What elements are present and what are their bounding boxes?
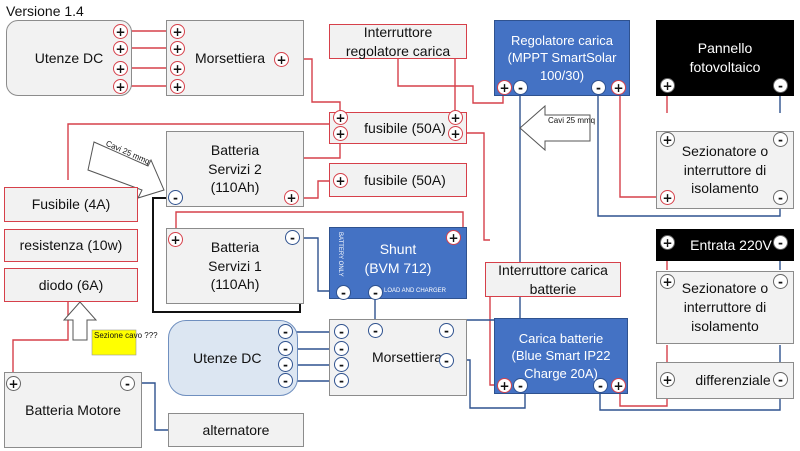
sez2-plus: + [660, 274, 675, 289]
caricabatt-ac-plus: + [611, 378, 626, 393]
utenze-bottom-minus-1: - [278, 324, 293, 339]
fusibile-4a-box: Fusibile (4A) [4, 187, 138, 222]
caricabatt-minus: - [513, 378, 528, 393]
entrata-220v-box: Entrata 220V [656, 229, 794, 261]
sezione-cavo-note: Sezione cavo ??? [94, 331, 158, 340]
fuse2-plus: + [333, 173, 348, 188]
wire-diff-caricabatt [619, 393, 668, 407]
fusibile-50a-2: fusibile (50A) [329, 163, 467, 197]
fuse1-plus-a: + [333, 110, 348, 125]
morsettiera-bottom-minus-4: - [334, 373, 349, 388]
batteria-servizi-1: Batteria Servizi 1 (110Ah) [166, 228, 304, 304]
caricabatt-ac-minus: - [593, 378, 608, 393]
entrata-220-minus: - [773, 235, 788, 250]
cable-arrow-left [87, 141, 165, 199]
wire-batt1-shunt [175, 211, 464, 240]
batt1-plus: + [168, 232, 183, 247]
regolatore-pv-minus: - [591, 80, 606, 95]
utenze-bottom-minus-4: - [278, 373, 293, 388]
cable-arrow-right [519, 104, 591, 152]
fuse1-plus-b: + [333, 126, 348, 141]
utenze-dc-bottom: Utenze DC [168, 320, 298, 396]
utenze-top-plus-3: + [113, 61, 128, 76]
morsettiera-top-plus-1: + [170, 24, 185, 39]
shunt-plus: + [446, 230, 461, 245]
utenze-top-plus-2: + [113, 41, 128, 56]
shunt-box: Shunt (BVM 712) [329, 227, 467, 299]
fuse1-plus-d: + [448, 126, 463, 141]
motore-plus: + [6, 376, 21, 391]
sez2-minus: - [773, 274, 788, 289]
diodo-box: diodo (6A) [4, 268, 138, 302]
batt1-minus: - [285, 230, 300, 245]
utenze-top-plus-4: + [113, 79, 128, 94]
cavi-25-right-label: Cavi 25 mmq [548, 116, 596, 125]
resistenza-box: resistenza (10w) [4, 229, 138, 262]
wire-sez-regolatore [619, 95, 667, 198]
morsettiera-bottom-minus-2: - [334, 341, 349, 356]
section-note-bg [91, 329, 137, 356]
wire-motore-diodo [12, 300, 69, 376]
interruttore-regolatore-box: Interruttore regolatore carica [329, 24, 467, 59]
morsettiera-top-plus-4: + [170, 79, 185, 94]
motore-minus: - [120, 376, 135, 391]
carica-batterie-box: Carica batterie (Blue Smart IP22 Charge … [494, 318, 628, 394]
version-label: Versione 1.4 [6, 3, 84, 19]
sez1-minus-bottom: - [773, 190, 788, 205]
shunt-battery-minus: - [336, 285, 351, 300]
pannello-minus: - [773, 78, 788, 93]
regolatore-carica-box: Regolatore carica (MPPT SmartSolar 100/3… [494, 20, 630, 96]
interruttore-carica-box: Interruttore carica batterie [485, 262, 621, 297]
batteria-motore-box: Batteria Motore [4, 372, 142, 448]
section-arrow [62, 301, 98, 341]
alternatore-box: alternatore [168, 413, 304, 447]
diff-minus: - [773, 372, 788, 387]
sez1-minus-top: - [773, 132, 788, 147]
shunt-title: Shunt (BVM 712) [364, 241, 432, 276]
morsettiera-bottom-out-minus-2: - [439, 353, 454, 368]
utenze-bottom-minus-2: - [278, 341, 293, 356]
shunt-load-minus: - [368, 285, 383, 300]
morsettiera-top: Morsettiera [166, 20, 304, 96]
fuse1-plus-c: + [448, 110, 463, 125]
diff-plus: + [660, 372, 675, 387]
differenziale-box: differenziale [656, 362, 794, 399]
caricabatt-plus: + [497, 378, 512, 393]
entrata-220-plus: + [660, 235, 675, 250]
utenze-top-plus-1: + [113, 24, 128, 39]
morsettiera-bottom-shunt-minus: - [368, 323, 383, 338]
utenze-dc-top: Utenze DC [6, 20, 132, 96]
pannello-plus: + [660, 78, 675, 93]
batt2-plus: + [284, 190, 299, 205]
morsettiera-bottom-minus-3: - [334, 357, 349, 372]
morsettiera-top-out-plus: + [274, 52, 289, 67]
morsettiera-top-plus-3: + [170, 61, 185, 76]
batt2-minus: - [168, 190, 183, 205]
sezionatore-2-box: Sezionatore o interruttore di isolamento [656, 271, 794, 344]
utenze-bottom-minus-3: - [278, 357, 293, 372]
wire-morsettiera-fuse [289, 58, 341, 117]
morsettiera-bottom-minus-1: - [334, 324, 349, 339]
pannello-fotovoltaico-box: Pannello fotovoltaico [656, 20, 794, 96]
morsettiera-bottom-out-minus-1: - [439, 323, 454, 338]
regolatore-batt-plus: + [497, 80, 512, 95]
sez1-plus-bottom: + [660, 190, 675, 205]
sezionatore-1-box: Sezionatore o interruttore di isolamento [656, 131, 794, 209]
shunt-load-charger-label: LOAD AND CHARGER [384, 288, 447, 294]
regolatore-batt-minus: - [513, 80, 528, 95]
batteria-servizi-2: Batteria Servizi 2 (110Ah) [166, 131, 304, 207]
shunt-battery-only-label: BATTERY ONLY [337, 232, 343, 277]
sez1-plus-top: + [660, 132, 675, 147]
fusibile-50a-1: fusibile (50A) [329, 112, 467, 144]
morsettiera-top-plus-2: + [170, 41, 185, 56]
wire-fuse-regolatore [462, 132, 490, 241]
regolatore-pv-plus: + [611, 80, 626, 95]
wire-interr-regolatore [397, 57, 504, 104]
